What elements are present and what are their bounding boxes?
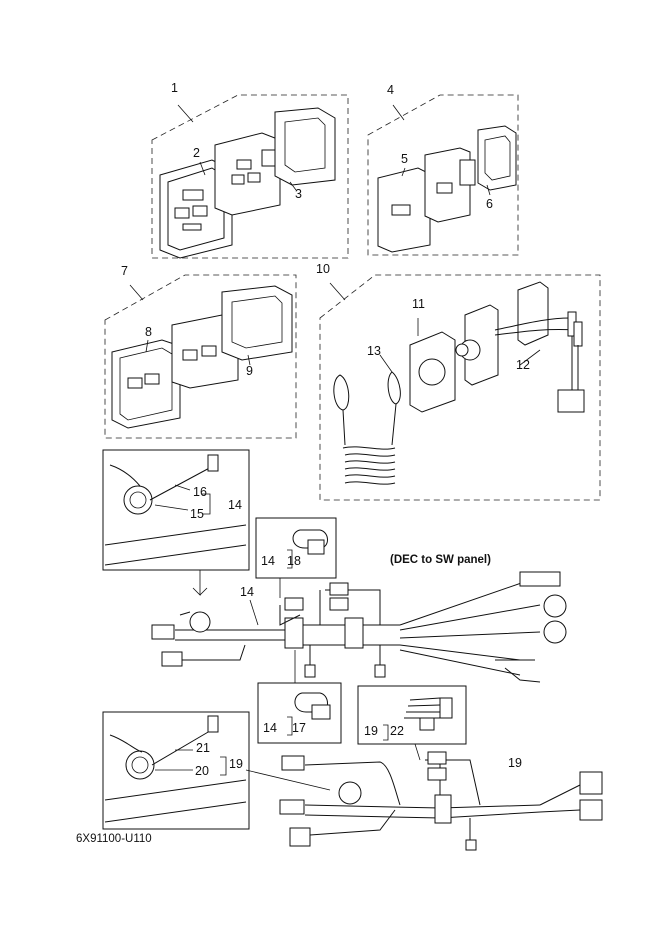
main-harness-14 [151,571,567,683]
callout-21: 21 [196,741,210,755]
callout-2: 2 [193,146,200,160]
callout-14-d: 14 [263,721,277,735]
callout-9: 9 [246,364,253,378]
callout-11: 11 [412,297,425,311]
callout-17: 17 [292,721,306,735]
callout-22: 22 [390,724,404,738]
callout-14-a: 14 [228,498,242,512]
callout-18: 18 [287,554,301,568]
dec-annotation: (DEC to SW panel) [390,554,491,566]
callout-14-c: 14 [240,585,254,599]
callout-8: 8 [145,325,152,339]
switch-plate-b [424,147,476,223]
stop-switch-plate-11 [409,318,456,413]
callout-19-b: 19 [229,757,243,771]
inset-box-14 [102,449,250,571]
callout-12: 12 [516,358,530,372]
group-box-10 [319,274,601,501]
callout-4: 4 [387,83,394,97]
gasket-6 [477,125,517,191]
lower-harness-19 [245,751,603,851]
callout-16: 16 [193,485,207,499]
diagram-code: 6X91100-U110 [76,833,152,845]
callout-15: 15 [190,507,204,521]
gasket-9 [221,285,293,361]
group-box-1 [151,94,349,259]
switch-plate [214,132,281,216]
group-box-4 [367,94,519,256]
lanyard-13 [333,354,401,485]
callout-19-a: 19 [364,724,378,738]
callout-7: 7 [121,264,128,278]
callout-6: 6 [486,197,493,211]
gasket-3 [274,107,336,186]
callout-3: 3 [295,187,302,201]
group-box-7 [104,274,297,439]
callout-14-b: 14 [261,554,275,568]
callout-13: 13 [367,344,381,358]
callout-19-c: 19 [508,756,522,770]
callout-5: 5 [401,152,408,166]
switch-panel-8 [111,339,181,429]
callout-20: 20 [195,764,209,778]
stop-switch-12 [455,281,585,413]
callout-1: 1 [171,81,178,95]
callout-10: 10 [316,262,330,276]
switch-panel-5 [377,167,431,253]
switch-panel-2 [159,159,233,259]
